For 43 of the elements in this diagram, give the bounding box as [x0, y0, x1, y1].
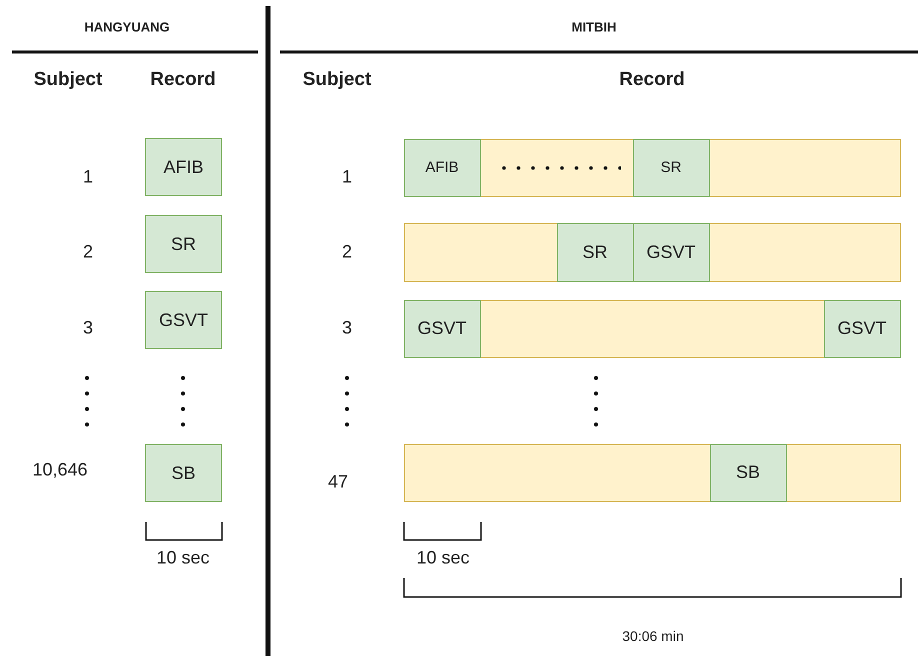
column-header: Record	[150, 69, 216, 91]
subject-number: 3	[342, 318, 352, 338]
column-header: Subject	[34, 69, 102, 91]
rhythm-segment	[632, 138, 710, 196]
rhythm-segment	[145, 291, 222, 349]
subject-number: 47	[328, 472, 348, 492]
dimension-label: 30:06 min	[622, 628, 684, 644]
subject-number: 1	[83, 166, 93, 188]
rhythm-segment	[632, 222, 710, 282]
column-header: Record	[619, 69, 685, 91]
rhythm-label: SR	[170, 234, 196, 254]
rhythm-segment	[145, 138, 222, 196]
rhythm-segment	[145, 444, 222, 502]
rhythm-label: SR	[660, 159, 682, 176]
dimension-label: 10 sec	[156, 548, 210, 568]
rhythm-label: GSVT	[837, 318, 886, 339]
rhythm-segment	[404, 138, 480, 196]
rhythm-label: AFIB	[163, 156, 204, 178]
rhythm-segment	[556, 222, 634, 282]
record-bar	[404, 223, 901, 282]
subject-number: 2	[83, 242, 93, 262]
subject-number: 3	[83, 318, 93, 338]
subject-number: 1	[342, 166, 352, 188]
record-bar	[404, 139, 901, 197]
rhythm-segment	[404, 300, 480, 358]
subject-number: 2	[342, 242, 352, 262]
column-header: Subject	[302, 69, 372, 91]
rhythm-label: SR	[582, 242, 608, 262]
record-bar	[404, 444, 901, 502]
rhythm-segment	[710, 444, 786, 502]
record-bar	[404, 300, 901, 358]
rhythm-label: SB	[171, 462, 196, 484]
rhythm-label: GSVT	[158, 310, 208, 330]
rhythm-segment	[145, 215, 222, 273]
dataset-title: HANGYUANG	[84, 20, 170, 34]
dataset-title: MITBIH	[572, 20, 616, 34]
rhythm-label: GSVT	[646, 242, 696, 262]
rhythm-label: GSVT	[417, 318, 466, 339]
rhythm-label: SB	[736, 462, 760, 483]
rhythm-label: AFIB	[425, 159, 459, 176]
subject-number: 10,646	[32, 460, 88, 480]
dimension-label: 10 sec	[416, 548, 470, 568]
rhythm-segment	[824, 300, 900, 358]
